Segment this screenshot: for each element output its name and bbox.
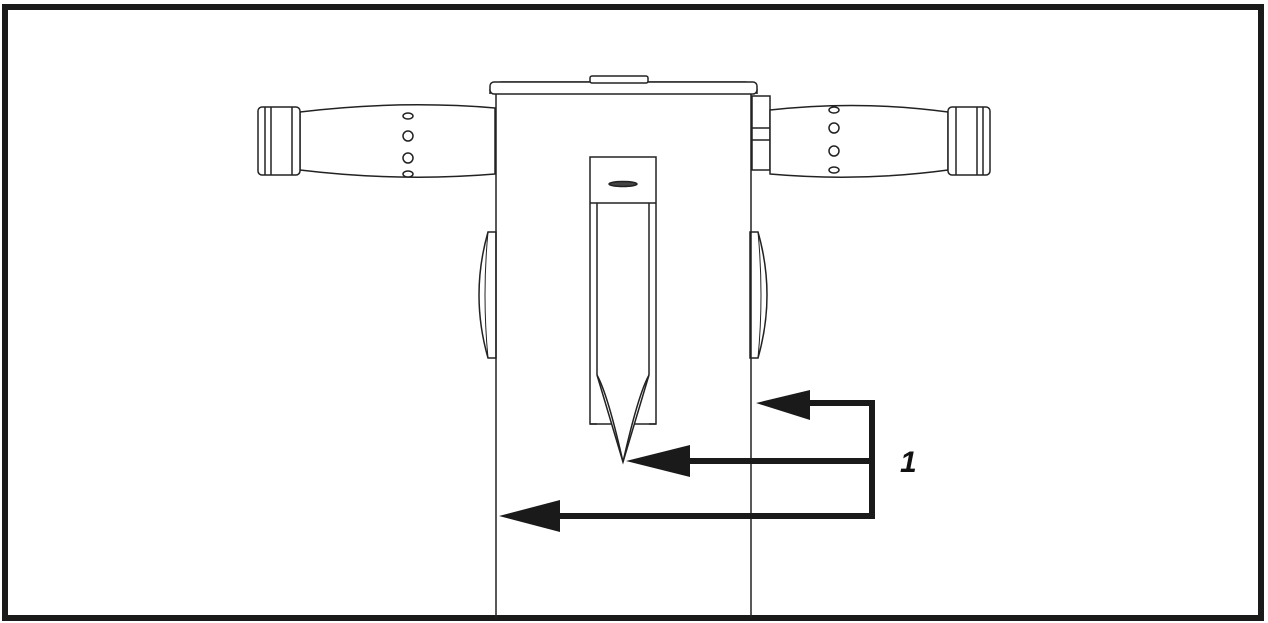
left-handle-cap [257,106,301,176]
left-handle-dimple [402,152,414,164]
callout-arrow-head [626,445,690,477]
body-top-button [589,75,649,84]
left-handle [257,104,496,178]
right-handle-dimple [828,166,840,174]
right-handle-dimple [828,106,840,114]
body-top-cap-rim [489,81,758,95]
right-handle-cap [947,106,991,176]
right-handle-dimple [828,145,840,157]
right-handle-grip [769,104,949,178]
right-handle [751,95,991,178]
left-handle-grip [299,104,496,178]
right-handle-dimple [828,122,840,134]
left-handle-dimple [402,170,414,178]
callout-label: 1 [900,446,917,479]
callout-arrow-head [499,500,560,532]
callout-arrow-head [756,390,810,420]
callout-arrows [499,390,875,532]
blade [589,156,657,465]
blade-screw [608,180,638,188]
left-handle-dimple [402,112,414,120]
right-side-bulge-inner [757,231,762,359]
right-handle-collar [751,95,771,171]
left-side-bulge-inner [484,231,489,359]
left-handle-dimple [402,130,414,142]
